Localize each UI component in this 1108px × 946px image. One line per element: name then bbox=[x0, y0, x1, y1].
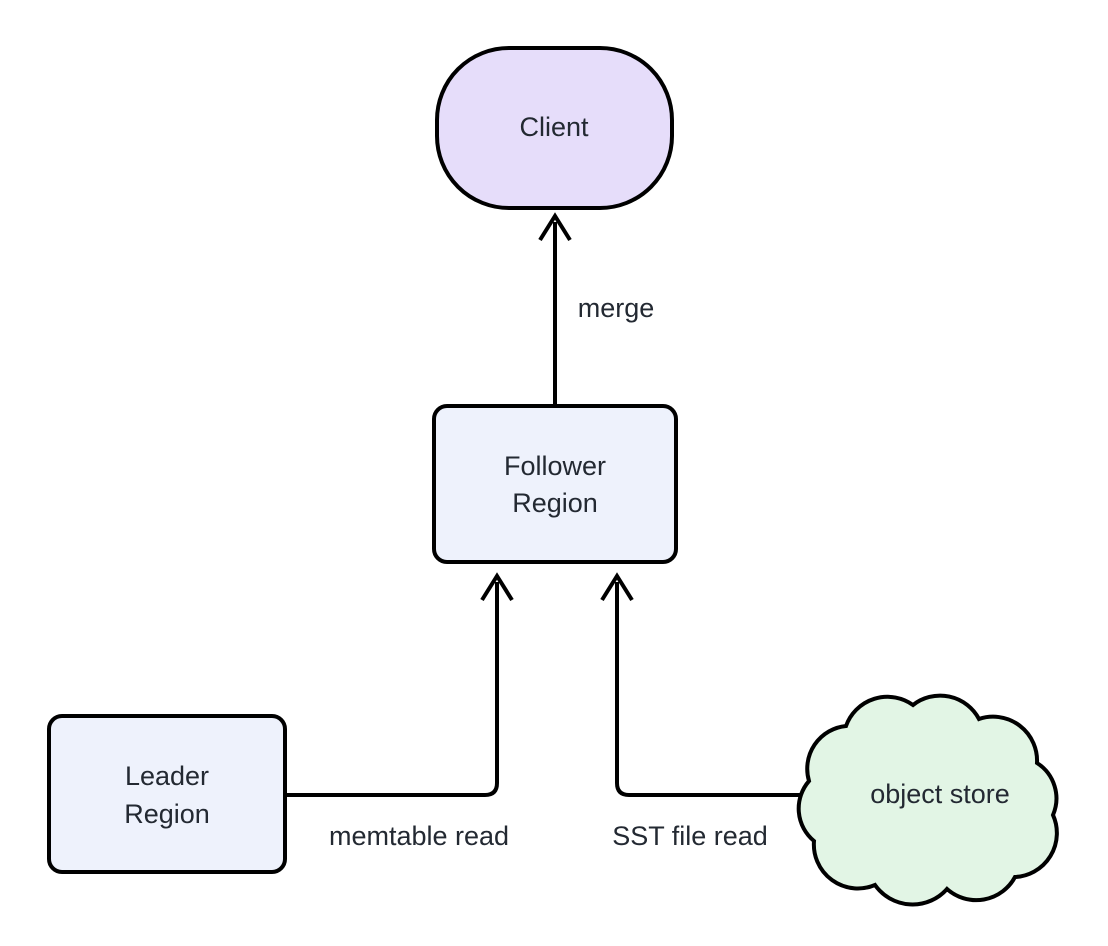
node-leader-region[interactable]: Leader Region bbox=[47, 714, 287, 874]
edge-objectstore-to-follower: SST file read bbox=[600, 572, 817, 851]
edge-leader-to-follower: memtable read bbox=[286, 572, 514, 851]
leader-region-label-line2: Region bbox=[124, 799, 210, 829]
node-object-store[interactable]: object store bbox=[796, 693, 1059, 907]
edge-line-sst-file-read bbox=[615, 582, 817, 797]
edge-label-memtable-read: memtable read bbox=[329, 821, 509, 851]
leader-region-shape bbox=[47, 714, 287, 874]
arrow-head-merge bbox=[538, 212, 572, 242]
edge-line-memtable-read bbox=[286, 582, 499, 797]
edge-label-merge: merge bbox=[578, 293, 655, 323]
client-shape bbox=[435, 46, 674, 210]
node-follower-region[interactable]: Follower Region bbox=[432, 404, 678, 564]
follower-region-label-line1: Follower bbox=[504, 451, 606, 481]
node-client[interactable]: Client bbox=[435, 46, 674, 210]
arrow-head-sst-file-read bbox=[600, 572, 634, 602]
object-store-cloud-shape bbox=[796, 693, 1059, 907]
leader-region-label-line1: Leader bbox=[125, 761, 209, 791]
edge-label-sst-file-read: SST file read bbox=[612, 821, 768, 851]
client-label: Client bbox=[519, 112, 589, 142]
follower-region-shape bbox=[432, 404, 678, 564]
object-store-label: object store bbox=[870, 779, 1010, 809]
arrow-head-memtable-read bbox=[480, 572, 514, 602]
follower-region-label-line2: Region bbox=[512, 488, 598, 518]
